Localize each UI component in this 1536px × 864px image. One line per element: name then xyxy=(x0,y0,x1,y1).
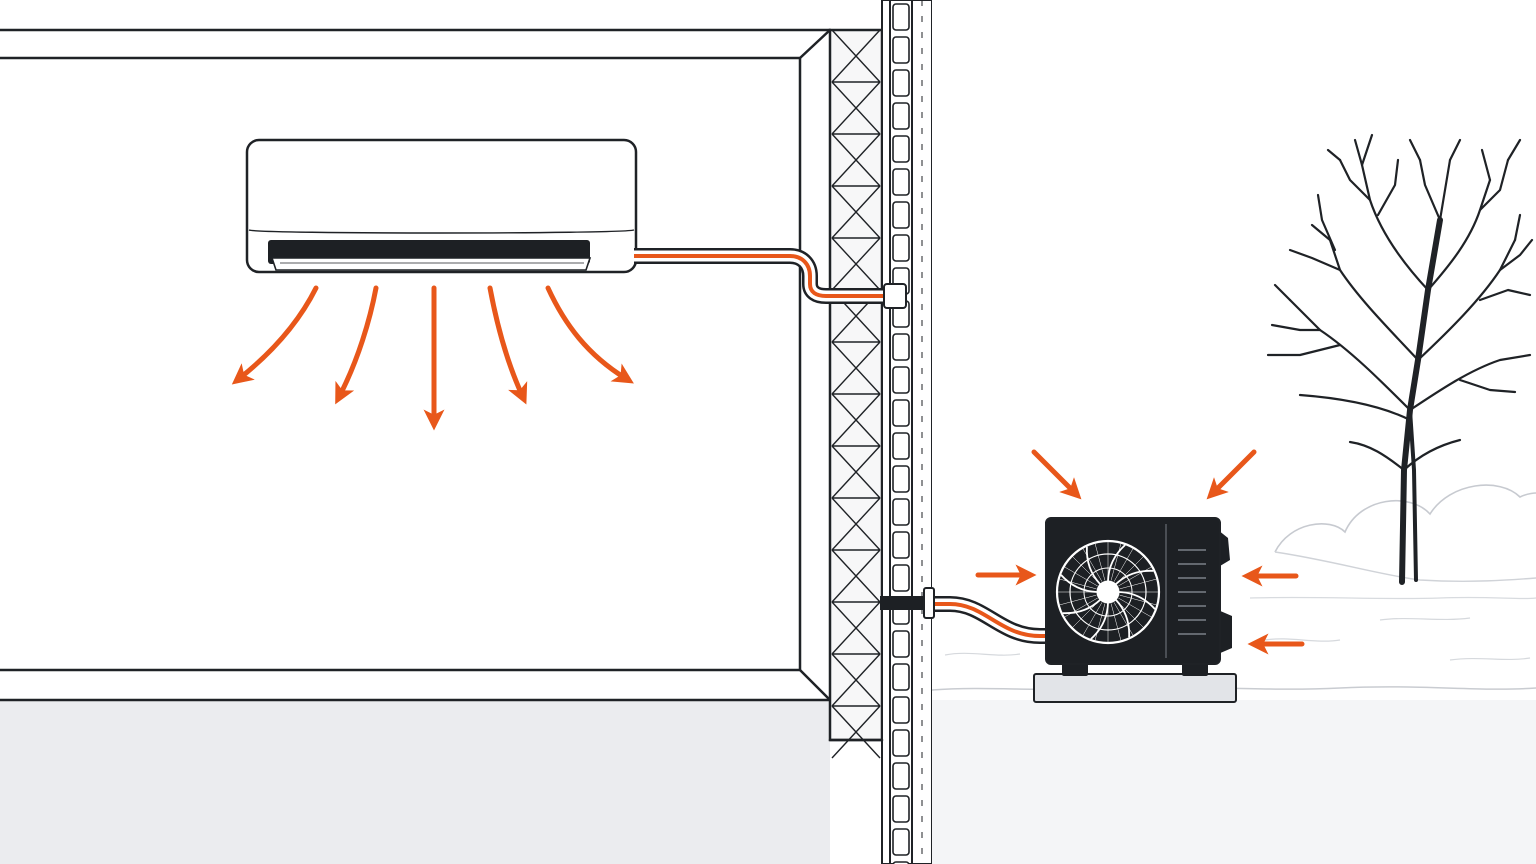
brick xyxy=(892,333,910,361)
interior-board xyxy=(881,0,891,864)
tree-trunk-right xyxy=(1408,408,1418,582)
snow-ridge-far xyxy=(1249,596,1536,600)
brick xyxy=(892,366,910,394)
fan-guard-spoke xyxy=(1082,548,1103,582)
fan-blade xyxy=(1085,546,1101,585)
air-intake-arrow-icon xyxy=(1031,449,1082,500)
indoor-wall xyxy=(0,0,830,700)
wall-exit-collar xyxy=(923,587,935,619)
insulation-crosshatch xyxy=(831,29,881,759)
fan-blade xyxy=(1115,599,1131,638)
indoor-floor xyxy=(0,700,830,864)
air-intake-arrow-icon xyxy=(1206,449,1257,500)
outdoor-ground xyxy=(932,698,1536,864)
indoor-unit-louver xyxy=(270,257,592,271)
outdoor-unit-pad xyxy=(1033,673,1237,703)
brick xyxy=(892,399,910,427)
wall-exit-bracket xyxy=(880,596,928,610)
fan-blade xyxy=(1107,544,1126,582)
brick xyxy=(892,795,910,823)
brick xyxy=(892,828,910,856)
fan-guard-spoke xyxy=(1119,594,1157,606)
brick xyxy=(892,663,910,691)
outdoor-unit-side-valve xyxy=(1218,530,1232,654)
warm-air-arrow-icon xyxy=(487,285,528,405)
refrigerant-line-hot xyxy=(634,254,900,298)
fan-guard-outer xyxy=(1055,539,1161,645)
fan-guard-spoke xyxy=(1064,566,1098,587)
indoor-unit-front-line xyxy=(248,229,635,234)
fan-guard-spoke xyxy=(1113,548,1134,582)
brick xyxy=(892,3,910,31)
outdoor-unit-side-grille xyxy=(1178,549,1206,635)
insulation-cross xyxy=(831,29,881,759)
brick xyxy=(892,234,910,262)
fan-guard-spoke xyxy=(1094,603,1106,641)
brick xyxy=(892,135,910,163)
fan-guard-spoke xyxy=(1059,578,1097,590)
brick xyxy=(892,69,910,97)
brick xyxy=(892,465,910,493)
air-intake-arrows xyxy=(975,449,1305,655)
brick xyxy=(892,201,910,229)
fan-guard-spoke xyxy=(1094,543,1106,581)
fan-guard-spoke xyxy=(1119,578,1157,590)
brick xyxy=(892,531,910,559)
warm-air-arrows xyxy=(231,285,634,431)
brick xyxy=(892,102,910,130)
fan-grille-icon xyxy=(1055,539,1161,645)
fan-blades xyxy=(1058,542,1158,642)
fan-guard-spoke xyxy=(1072,556,1100,584)
outdoor-area xyxy=(931,0,1536,864)
fan-blade xyxy=(1118,591,1156,610)
insulation-layer xyxy=(828,28,884,742)
warm-air-arrow-icon xyxy=(545,285,634,384)
fan-guard-spoke xyxy=(1118,566,1152,587)
tree-trunk xyxy=(1399,217,1443,585)
warm-air-arrow-icon xyxy=(231,285,319,385)
fan-blade xyxy=(1115,569,1154,585)
fan-guard-spoke xyxy=(1116,556,1144,584)
snow-drift-line xyxy=(1274,551,1536,582)
fan-guard-spoke xyxy=(1082,602,1103,636)
snow-mound-outline xyxy=(1274,484,1536,553)
outdoor-unit-body xyxy=(1045,517,1221,665)
outdoor-line-hot xyxy=(932,602,1054,638)
tree-branches xyxy=(1266,133,1534,472)
brick xyxy=(892,36,910,64)
brick xyxy=(892,498,910,526)
indoor-room xyxy=(0,0,832,864)
wall-mounted-ac-icon xyxy=(245,138,638,274)
brick xyxy=(892,630,910,658)
fan-blade xyxy=(1062,599,1101,615)
fan-guard-spoke xyxy=(1116,600,1144,628)
fan-guard-spoke xyxy=(1064,597,1098,618)
brick xyxy=(892,696,910,724)
brick xyxy=(892,168,910,196)
fan-guard-spoke xyxy=(1110,543,1122,581)
fan-guard-spoke xyxy=(1110,603,1122,641)
refrigerant-line xyxy=(634,248,1054,644)
fan-blade xyxy=(1060,574,1098,593)
fan-blade xyxy=(1090,602,1109,640)
brick xyxy=(892,762,910,790)
warm-air-arrow-icon xyxy=(335,285,379,405)
fan-guard-spoke xyxy=(1072,600,1100,628)
brick xyxy=(892,432,910,460)
fan-hub xyxy=(1096,580,1120,604)
heat-pump-condenser-icon xyxy=(1033,517,1237,703)
snow-patches xyxy=(944,617,1531,661)
fan-guard-spoke xyxy=(1059,594,1097,606)
indoor-unit-body xyxy=(245,138,638,274)
fan-guard-spoke xyxy=(1113,602,1134,636)
fan-guard-spoke xyxy=(1118,597,1152,618)
wall-section xyxy=(828,0,933,864)
wall-penetration-sleeve xyxy=(883,283,907,309)
snow-bank xyxy=(932,483,1536,700)
brick xyxy=(892,564,910,592)
bare-tree-icon xyxy=(1266,133,1534,585)
brick xyxy=(892,729,910,757)
